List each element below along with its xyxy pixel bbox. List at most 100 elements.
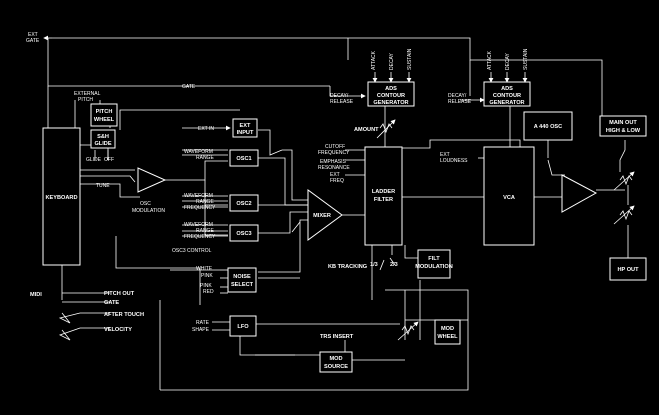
mixer-block: MIXER xyxy=(307,189,343,241)
svg-text:VCA: VCA xyxy=(503,195,515,201)
osc2-block: OSC2 xyxy=(229,194,259,212)
osc1-block: OSC1 xyxy=(229,149,259,167)
svg-text:PITCH: PITCH xyxy=(78,97,93,103)
svg-text:WAVEFORM: WAVEFORM xyxy=(184,149,213,155)
ads-filter-generator-block: ADS CONTOUR GENERATOR xyxy=(367,81,415,107)
ads-vca-generator-block: ADS CONTOUR GENERATOR xyxy=(483,81,531,107)
svg-text:RED: RED xyxy=(203,289,214,295)
svg-text:PITCH: PITCH xyxy=(96,109,113,115)
svg-text:PINK: PINK xyxy=(201,273,213,279)
svg-text:GATE: GATE xyxy=(26,38,40,44)
main-out-block: MAIN OUT HIGH & LOW xyxy=(599,115,647,137)
svg-text:RANGE: RANGE xyxy=(196,155,214,161)
svg-text:ATTACK: ATTACK xyxy=(371,50,377,70)
svg-text:ADS: ADS xyxy=(501,86,513,92)
svg-text:2/3: 2/3 xyxy=(390,262,398,268)
svg-text:FREQUENCY: FREQUENCY xyxy=(184,205,216,211)
svg-text:DECAY: DECAY xyxy=(505,52,511,70)
svg-text:RESONANCE: RESONANCE xyxy=(318,165,350,171)
svg-text:HIGH & LOW: HIGH & LOW xyxy=(606,128,641,134)
noise-select-block: NOISE SELECT xyxy=(227,267,257,293)
svg-text:RELEASE: RELEASE xyxy=(330,99,354,105)
svg-text:KB TRACKING: KB TRACKING xyxy=(328,264,367,270)
svg-text:DECAY: DECAY xyxy=(389,52,395,70)
adsr-knob-arrows xyxy=(372,72,528,83)
svg-text:WHEEL: WHEEL xyxy=(94,117,115,123)
svg-text:MIDI: MIDI xyxy=(30,292,42,298)
svg-text:SUSTAIN: SUSTAIN xyxy=(523,48,529,70)
svg-text:GATE: GATE xyxy=(104,300,119,306)
svg-text:PINK: PINK xyxy=(200,283,212,289)
svg-text:ADS: ADS xyxy=(385,86,397,92)
svg-text:GLIDE: GLIDE xyxy=(94,141,111,147)
svg-text:WAVEFORM: WAVEFORM xyxy=(184,193,213,199)
svg-text:1/3: 1/3 xyxy=(370,262,378,268)
svg-text:FREQUENCY: FREQUENCY xyxy=(318,150,350,156)
svg-text:MAIN OUT: MAIN OUT xyxy=(609,120,637,126)
svg-text:PITCH OUT: PITCH OUT xyxy=(104,291,135,297)
svg-text:FILTER: FILTER xyxy=(374,197,393,203)
svg-text:ATTACK: ATTACK xyxy=(487,50,493,70)
svg-text:TUNE: TUNE xyxy=(96,183,110,189)
svg-text:EXT: EXT xyxy=(28,32,38,38)
svg-text:LFO: LFO xyxy=(237,324,249,330)
svg-text:OSC1: OSC1 xyxy=(236,156,251,162)
svg-text:RANGE: RANGE xyxy=(196,199,214,205)
keyboard-block: KEYBOARD xyxy=(42,127,81,266)
svg-text:CUTOFF: CUTOFF xyxy=(325,144,345,150)
svg-text:OSC: OSC xyxy=(140,201,151,207)
svg-text:CONTOUR: CONTOUR xyxy=(493,93,521,99)
svg-text:A 440 OSC: A 440 OSC xyxy=(534,124,562,130)
hp-out-block: HP OUT xyxy=(609,257,647,281)
svg-text:TRS INSERT: TRS INSERT xyxy=(320,334,354,340)
a440-osc-block: A 440 OSC xyxy=(523,111,573,141)
svg-text:MIXER: MIXER xyxy=(313,213,331,219)
svg-text:CONTOUR: CONTOUR xyxy=(377,93,405,99)
svg-text:OSC2: OSC2 xyxy=(236,201,251,207)
svg-text:SELECT: SELECT xyxy=(231,282,254,288)
svg-text:AMOUNT: AMOUNT xyxy=(354,127,379,133)
svg-text:WHEEL: WHEEL xyxy=(437,334,458,340)
svg-text:VELOCITY: VELOCITY xyxy=(104,327,132,333)
svg-text:SHAPE: SHAPE xyxy=(192,327,210,333)
svg-text:FREQ: FREQ xyxy=(330,178,344,184)
osc3-block: OSC3 xyxy=(229,224,259,242)
signal-labels: EXT GATE GATE EXTERNAL PITCH GLIDE OFF T… xyxy=(26,32,529,340)
svg-text:EMPHASIS: EMPHASIS xyxy=(320,159,347,165)
svg-text:EXT IN: EXT IN xyxy=(198,126,214,132)
svg-text:HP OUT: HP OUT xyxy=(617,267,639,273)
svg-text:EXT: EXT xyxy=(330,172,340,178)
svg-text:EXTERNAL: EXTERNAL xyxy=(74,91,101,97)
svg-text:MODULATION: MODULATION xyxy=(415,264,453,270)
filt-modulation-block: FILT MODULATION xyxy=(415,249,453,279)
svg-text:MOD: MOD xyxy=(441,326,454,332)
mod-source-block: MOD SOURCE xyxy=(319,351,353,373)
svg-text:EXT: EXT xyxy=(240,123,251,129)
svg-text:GLIDE: GLIDE xyxy=(86,157,102,163)
svg-text:OSC3: OSC3 xyxy=(236,231,251,237)
svg-text:S&H: S&H xyxy=(97,134,109,140)
svg-text:RANGE: RANGE xyxy=(196,228,214,234)
mod-wheel-block: MOD WHEEL xyxy=(434,319,461,345)
pitch-wheel-block: PITCH WHEEL xyxy=(90,103,118,127)
svg-text:GENERATOR: GENERATOR xyxy=(373,100,408,106)
svg-text:DECAY/: DECAY/ xyxy=(448,93,467,99)
output-amp xyxy=(561,174,598,213)
svg-text:FREQUENCY: FREQUENCY xyxy=(184,234,216,240)
svg-text:AFTER TOUCH: AFTER TOUCH xyxy=(104,312,144,318)
svg-text:RATE: RATE xyxy=(196,320,210,326)
svg-text:GATE: GATE xyxy=(182,84,196,90)
ladder-filter-block: LADDER FILTER xyxy=(364,146,403,246)
svg-text:INPUT: INPUT xyxy=(237,130,254,136)
sh-glide-block: S&H GLIDE xyxy=(90,129,116,149)
svg-text:LOUDNESS: LOUDNESS xyxy=(440,158,468,164)
svg-text:WAVEFORM: WAVEFORM xyxy=(184,222,213,228)
lfo-block: LFO xyxy=(229,315,257,337)
svg-text:MOD: MOD xyxy=(329,356,342,362)
svg-text:WHITE: WHITE xyxy=(196,266,213,272)
svg-text:LADDER: LADDER xyxy=(372,189,395,195)
keyboard-label: KEYBOARD xyxy=(45,195,77,201)
svg-text:SOURCE: SOURCE xyxy=(324,364,348,370)
vca-block: VCA xyxy=(483,146,535,246)
